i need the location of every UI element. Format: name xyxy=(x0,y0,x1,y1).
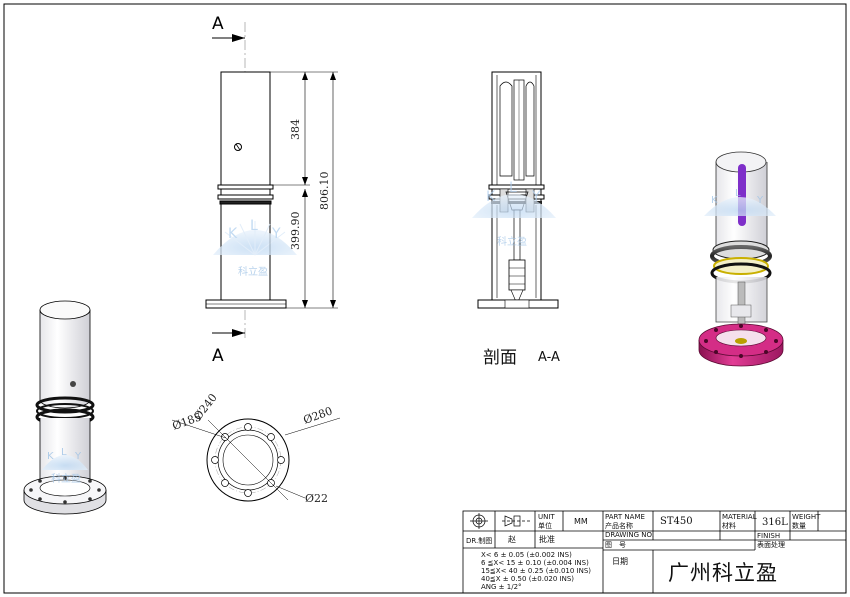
dim-dia-185: Ø185 xyxy=(171,410,204,432)
unit-label-cn: 单位 xyxy=(538,521,552,530)
iso-view-right xyxy=(698,151,784,367)
section-suffix: A-A xyxy=(538,350,560,365)
watermark-letter: Y xyxy=(531,189,541,205)
dim-dia-22: Ø22 xyxy=(305,492,328,505)
section-mark-top: A xyxy=(212,14,224,34)
unit-value: MM xyxy=(574,517,588,526)
watermark-letter: K xyxy=(486,189,496,205)
title-block xyxy=(462,510,847,594)
sheet-border xyxy=(3,3,847,594)
tolerance-line: 6 ≦X< 15 ± 0.10 (±0.004 INS) xyxy=(481,559,589,567)
tolerance-line: ANG ± 1/2° xyxy=(481,583,522,591)
company-name: 广州科立盈 xyxy=(668,561,778,585)
tolerance-table: X< 6 ± 0.05 (±0.002 INS) 6 ≦X< 15 ± 0.10… xyxy=(481,551,591,591)
unit-label-en: UNIT xyxy=(538,513,555,521)
watermark-text: 科立盈 xyxy=(238,265,268,278)
watermark-text: 科立盈 xyxy=(51,472,81,485)
section-view xyxy=(477,71,559,309)
weight-en: WEIGHT xyxy=(792,513,821,521)
section-mark-bottom: A xyxy=(212,346,224,366)
watermark-letter: Y xyxy=(756,195,764,206)
watermark-letter: Y xyxy=(271,226,281,242)
tolerance-line: X< 6 ± 0.05 (±0.002 INS) xyxy=(481,551,572,559)
drawn-value: 赵 xyxy=(508,534,516,544)
part-name-en: PART NAME xyxy=(605,513,645,521)
drawn-label: DR.制图 xyxy=(466,536,492,545)
tolerance-line: 40≦X ± 0.50 (±0.020 INS) xyxy=(481,575,574,583)
section-arrow-bottom xyxy=(232,329,245,337)
tolerance-line: 15≦X< 40 ± 0.25 (±0.010 INS) xyxy=(481,567,591,575)
material-value: 316L xyxy=(762,517,788,528)
date-label: 日期 xyxy=(612,557,628,566)
watermark-logo: K L Y 科立盈 xyxy=(213,218,297,278)
material-en: MATERIAL xyxy=(722,513,757,521)
finish-en: FINISH xyxy=(757,532,780,540)
watermark-logo: K L Y 科立盈 xyxy=(472,180,556,248)
watermark-letter: Y xyxy=(74,451,82,462)
flange-view: Ø240 Ø185 Ø280 Ø22 xyxy=(171,391,341,505)
drawing-no-en: DRAWING NO. xyxy=(605,531,654,539)
section-arrow-top xyxy=(232,34,245,42)
weight-cn: 数量 xyxy=(792,521,806,530)
watermark-logo: K L Y 科立盈 xyxy=(42,447,88,485)
finish-cn: 表面处理 xyxy=(757,540,785,549)
part-name-value: ST450 xyxy=(660,516,693,527)
projection-symbol xyxy=(470,513,530,529)
watermark-logo: K L Y xyxy=(704,188,776,216)
dim-dia-280: Ø280 xyxy=(302,404,335,426)
part-name-cn: 产品名称 xyxy=(605,521,633,530)
dim-total-height: 806.10 xyxy=(318,172,331,211)
watermark-letter: K xyxy=(711,195,718,206)
watermark-text: 科立盈 xyxy=(497,235,527,248)
material-cn: 材料 xyxy=(722,521,736,530)
watermark-letter: L xyxy=(509,180,517,196)
drawing-no-cn: 图 号 xyxy=(605,541,626,549)
watermark-letter: L xyxy=(61,447,67,458)
dim-upper-height: 384 xyxy=(289,119,302,140)
dim-lower-height: 399.90 xyxy=(289,212,302,251)
watermark-letter: L xyxy=(735,188,741,199)
watermark-letter: K xyxy=(47,451,54,462)
section-title: 剖面 xyxy=(483,348,517,368)
front-view: A A 384 399.90 806.10 xyxy=(205,14,338,366)
watermark-letter: K xyxy=(228,226,238,242)
approve-label: 批准 xyxy=(539,534,555,544)
watermark-letter: L xyxy=(250,218,258,234)
